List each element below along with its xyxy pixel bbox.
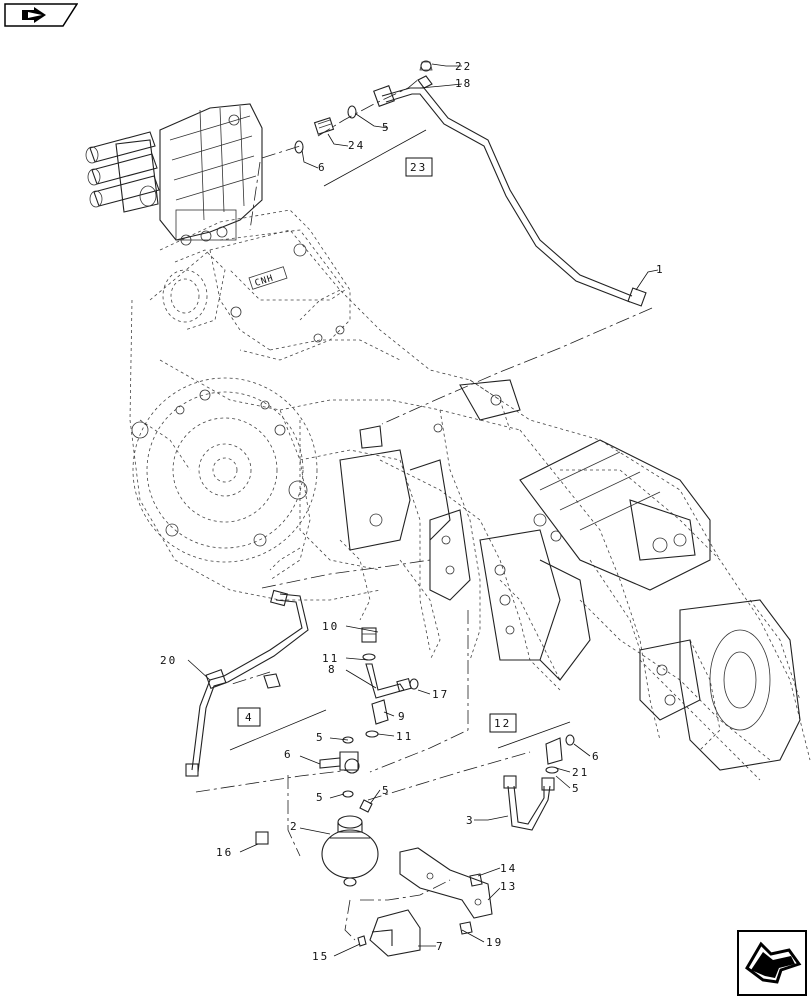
next-page-arrow-icon	[737, 930, 807, 996]
callout-19: 19	[486, 936, 503, 949]
quick-couplers	[85, 131, 160, 213]
callout-10: 10	[322, 620, 339, 633]
control-valve-block	[85, 103, 263, 246]
callout-14: 14	[500, 862, 517, 875]
callout-23: 23	[410, 161, 427, 174]
accumulator	[321, 815, 379, 887]
callout-12: 12	[494, 717, 511, 730]
callout-13: 13	[500, 880, 517, 893]
upper-fittings	[294, 105, 357, 154]
back-arrow-icon	[4, 3, 79, 27]
callout-1: 1	[656, 263, 665, 276]
rear-gearbox	[339, 379, 801, 771]
callout-box-23	[405, 157, 433, 177]
callout-16: 16	[216, 846, 233, 859]
callout-box-12	[489, 713, 517, 733]
upper-housing: CNH	[159, 209, 351, 361]
callout-22: 22	[455, 60, 472, 73]
callout-2: 2	[290, 820, 299, 833]
callout-5-right: 5	[382, 784, 391, 797]
transmission-housing-outline	[129, 229, 811, 781]
callout-8: 8	[328, 663, 337, 676]
back-button[interactable]	[4, 3, 79, 27]
upper-hydraulic-pipe	[373, 60, 647, 307]
callout-11-upper: 11	[322, 652, 339, 665]
callout-6-pipe: 6	[592, 750, 601, 763]
right-hydraulic-pipe	[503, 734, 575, 831]
callout-11-lower: 11	[396, 730, 413, 743]
assembly-centerlines	[195, 77, 653, 941]
callout-6-top: 6	[318, 161, 327, 174]
cap-16	[255, 831, 269, 845]
callout-18: 18	[455, 77, 472, 90]
callout-9: 9	[398, 710, 407, 723]
callout-21: 21	[572, 766, 589, 779]
callout-6-tee: 6	[284, 748, 293, 761]
callout-5-top: 5	[382, 121, 391, 134]
callout-17: 17	[432, 688, 449, 701]
callout-20: 20	[160, 654, 177, 667]
next-page-button[interactable]	[737, 930, 807, 996]
callout-labels: 22 18 5 24 6 1 10 11 8 9 17 11 5 6 5 5 2…	[160, 60, 665, 963]
callout-7: 7	[436, 940, 445, 953]
callout-3: 3	[466, 814, 475, 827]
center-fittings	[361, 627, 419, 738]
tee-fitting	[319, 736, 373, 813]
callout-24: 24	[348, 139, 365, 152]
callout-5-pipe: 5	[572, 782, 581, 795]
callout-box-4	[237, 707, 261, 727]
left-hydraulic-pipe	[185, 589, 309, 777]
callout-15: 15	[312, 950, 329, 963]
mounting-bracket	[357, 847, 493, 957]
flange-plate	[131, 377, 318, 563]
callout-5-tee: 5	[316, 731, 325, 744]
housing-logo: CNH	[254, 274, 275, 289]
callout-4: 4	[245, 711, 254, 724]
callout-leaders	[187, 63, 659, 957]
callout-5-lower: 5	[316, 791, 325, 804]
